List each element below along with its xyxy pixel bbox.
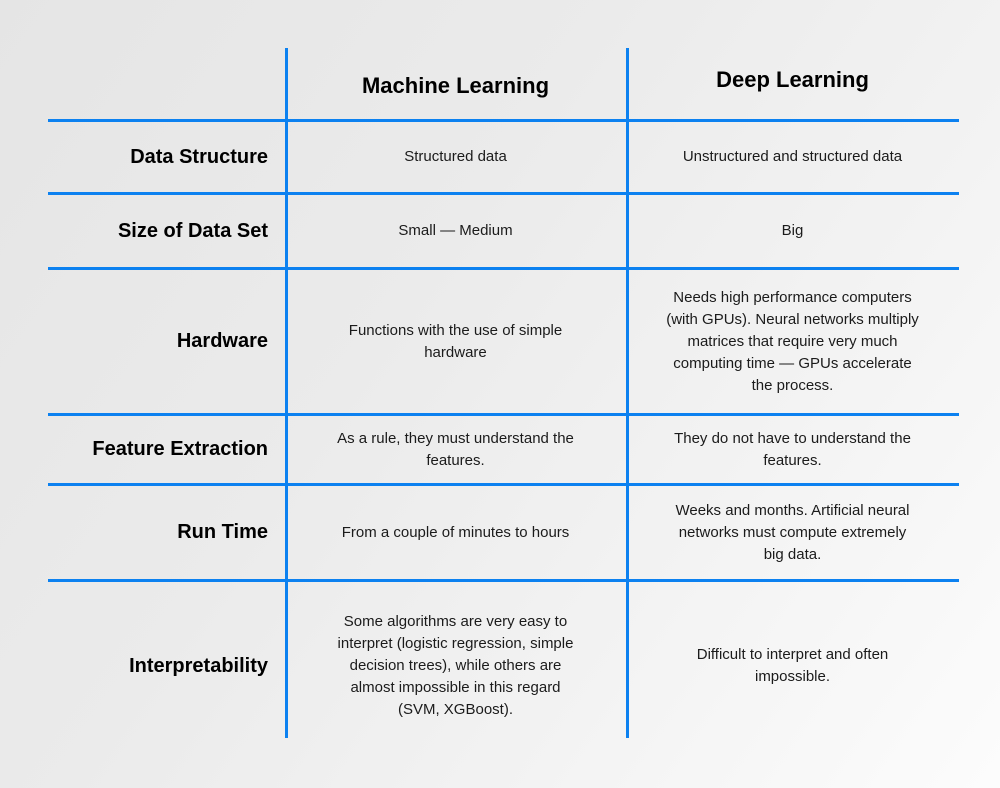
cell-interpretability-ml: Some algorithms are very easy to interpr… bbox=[337, 613, 574, 718]
table-row-hardware: Hardware Functions with the use of simpl… bbox=[48, 270, 959, 416]
cell-run-time-dl: Weeks and months. Artificial neural netw… bbox=[675, 501, 910, 563]
row-label-hardware: Hardware bbox=[176, 330, 268, 352]
cell-interpretability-dl: Difficult to interpret and often impossi… bbox=[696, 646, 889, 685]
row-label-feature-extraction: Feature Extraction bbox=[92, 438, 268, 460]
table-row-feature-extraction: Feature Extraction As a rule, they must … bbox=[48, 416, 959, 486]
row-label-interpretability: Interpretability bbox=[129, 654, 268, 677]
cell-run-time-ml: From a couple of minutes to hours bbox=[341, 523, 570, 541]
table-corner-cell bbox=[48, 48, 285, 119]
cell-size-of-data-set-dl: Big bbox=[781, 222, 804, 239]
row-label-size-of-data-set: Size of Data Set bbox=[117, 219, 268, 242]
column-header-machine-learning: Machine Learning bbox=[361, 72, 550, 98]
row-label-run-time: Run Time bbox=[177, 521, 268, 543]
table-row-interpretability: Interpretability Some algorithms are ver… bbox=[48, 582, 959, 738]
row-label-data-structure: Data Structure bbox=[130, 145, 268, 168]
column-header-deep-learning: Deep Learning bbox=[716, 66, 869, 92]
column-divider-right bbox=[626, 48, 629, 738]
table-row-size-of-data-set: Size of Data Set Small — Medium Big bbox=[48, 195, 959, 270]
ml-vs-dl-comparison-table: Machine Learning Deep Learning Data Stru… bbox=[48, 48, 959, 738]
table-row-data-structure: Data Structure Structured data Unstructu… bbox=[48, 122, 959, 195]
column-divider-left bbox=[285, 48, 288, 738]
cell-size-of-data-set-ml: Small — Medium bbox=[398, 222, 513, 239]
cell-hardware-dl: Needs high performance computers (with G… bbox=[666, 288, 919, 394]
cell-data-structure-dl: Unstructured and structured data bbox=[682, 148, 903, 165]
table-row-run-time: Run Time From a couple of minutes to hou… bbox=[48, 486, 959, 582]
cell-data-structure-ml: Structured data bbox=[404, 148, 507, 165]
cell-feature-extraction-ml: As a rule, they must understand the feat… bbox=[337, 429, 574, 469]
table-header-row: Machine Learning Deep Learning bbox=[48, 48, 959, 122]
cell-feature-extraction-dl: They do not have to understand the featu… bbox=[674, 429, 911, 469]
cell-hardware-ml: Functions with the use of simple hardwar… bbox=[348, 321, 563, 361]
